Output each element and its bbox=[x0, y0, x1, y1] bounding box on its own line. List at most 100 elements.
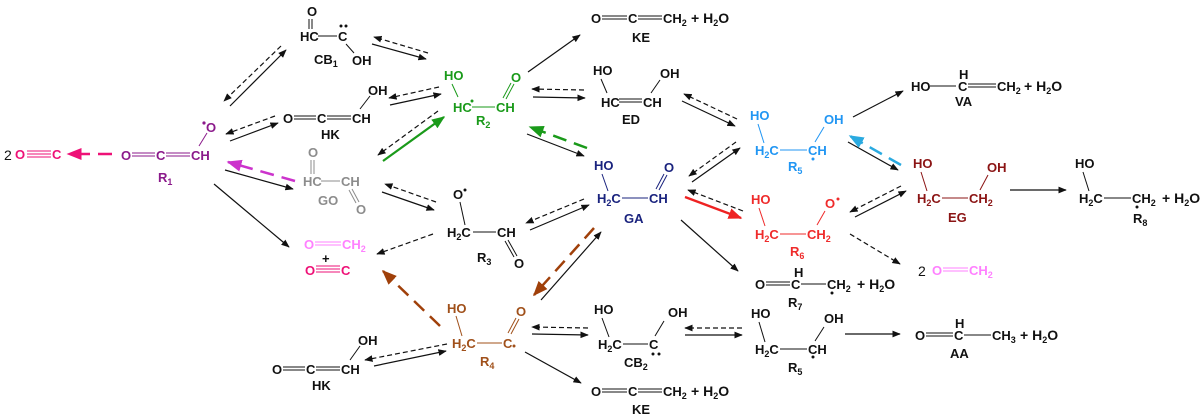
atom-hc: HC bbox=[303, 174, 322, 189]
plus-sign: + bbox=[322, 251, 330, 266]
arrow-cb1-to-r2 bbox=[371, 43, 427, 61]
atom-c-carbene: C bbox=[338, 29, 348, 44]
atom-ch: CH bbox=[643, 95, 662, 110]
species-label: HK bbox=[321, 127, 340, 142]
species-label: R6 bbox=[790, 244, 804, 261]
atom-hc-radical: HC bbox=[453, 100, 472, 115]
species-label: R5 bbox=[788, 360, 802, 377]
atom-o: O bbox=[514, 256, 524, 271]
atom-ch: CH bbox=[352, 111, 371, 126]
atom-h: H bbox=[959, 67, 968, 82]
species-ga: HO H2C CH O GA bbox=[594, 158, 674, 226]
atom-c: C bbox=[958, 79, 968, 94]
species-label: EG bbox=[948, 210, 967, 225]
atom-ch2-radical: CH2 bbox=[1132, 191, 1156, 208]
atom-ch: CH bbox=[341, 362, 360, 377]
atom-hc: HC bbox=[300, 29, 319, 44]
species-r1: O C CH O R1 bbox=[121, 120, 216, 187]
atom-c: C bbox=[628, 11, 638, 26]
plus-water: + H2O bbox=[691, 383, 729, 401]
atom-oh: OH bbox=[668, 305, 688, 320]
atom-ho: HO bbox=[447, 301, 467, 316]
species-r7: O H C CH2 + H2O R7 bbox=[755, 265, 895, 312]
arrow-r6-to-ga bbox=[687, 189, 744, 212]
atom-h: H bbox=[955, 316, 964, 331]
atom-o: O bbox=[305, 263, 315, 278]
arrow-r5-to-ed bbox=[683, 93, 738, 120]
arrow-go-to-r1 bbox=[226, 159, 296, 183]
double-bond bbox=[132, 152, 155, 157]
arrow-r4-to-hk bbox=[364, 343, 448, 362]
coefficient: 2 bbox=[4, 147, 12, 163]
arrow-r4-to-ga bbox=[540, 231, 602, 301]
atom-c: C bbox=[52, 147, 62, 162]
atom-o: O bbox=[516, 304, 526, 319]
arrow-ga-to-r7 bbox=[680, 219, 739, 272]
species-r5-bottom: HO H2C CH OH R5 bbox=[751, 306, 844, 377]
atom-h2c: H2C bbox=[1079, 191, 1103, 208]
atom-h2c: H2C bbox=[598, 337, 622, 354]
species-r6: HO H2C CH2 O R6 bbox=[751, 192, 840, 261]
plus-water: + H2O bbox=[691, 10, 729, 28]
atom-ho: HO bbox=[444, 68, 464, 83]
atom-ho: HO bbox=[1075, 156, 1095, 171]
species-ke-bottom: O C CH2 + H2O KE bbox=[591, 383, 729, 416]
atom-ch: CH bbox=[341, 174, 360, 189]
arrow-eg-to-r6 bbox=[849, 185, 902, 213]
species-label: CB1 bbox=[314, 52, 338, 69]
species-r5-top: HO H2C CH OH R5 bbox=[750, 108, 844, 176]
plus-water: + H2O bbox=[1020, 327, 1058, 345]
atom-ho: HO bbox=[594, 302, 614, 317]
arrow-r6-to-2hcho bbox=[849, 233, 901, 265]
species-2co: 2 O C bbox=[4, 147, 62, 163]
single-bond bbox=[198, 132, 208, 147]
atom-o: O bbox=[591, 11, 601, 26]
species-label: R8 bbox=[1133, 211, 1147, 228]
atom-o-radical: O bbox=[453, 187, 463, 202]
arrow-ga-to-r6 bbox=[684, 195, 743, 220]
arrows bbox=[66, 34, 1067, 384]
species-hk-top: O C CH OH HK bbox=[283, 83, 388, 142]
atom-ch: CH bbox=[496, 100, 515, 115]
atom-ch2: CH2 bbox=[807, 227, 831, 244]
atom-ch2-radical: CH2 bbox=[827, 277, 851, 294]
atom-ho: HO bbox=[911, 79, 931, 94]
atom-oh: OH bbox=[824, 112, 844, 127]
atom-oh: OH bbox=[368, 83, 388, 98]
arrow-ed-to-r5 bbox=[681, 100, 736, 127]
arrow-go-to-r3 bbox=[381, 191, 435, 211]
atom-ho: HO bbox=[751, 306, 771, 321]
species-r8: HO H2C CH2 + H2O R8 bbox=[1075, 156, 1200, 228]
arrow-r1-to-cb1 bbox=[229, 49, 287, 107]
atom-o: O bbox=[121, 148, 131, 163]
radical-dot bbox=[202, 121, 206, 125]
plus-water: + H2O bbox=[1024, 78, 1062, 96]
arrow-eg-to-r5 bbox=[848, 134, 902, 167]
species-label: CB2 bbox=[624, 355, 648, 372]
arrow-r2-to-ga bbox=[526, 133, 585, 157]
arrow-r1-to-hk bbox=[229, 122, 279, 142]
arrow-cb1-to-r1 bbox=[223, 45, 282, 102]
species-label: R2 bbox=[476, 113, 490, 130]
atom-ch: CH bbox=[497, 225, 516, 240]
atom-oh: OH bbox=[660, 66, 680, 81]
atom-h2c: H2C bbox=[452, 336, 476, 353]
atom-ch: CH bbox=[649, 191, 668, 206]
plus-water: + H2O bbox=[1162, 190, 1200, 208]
arrow-r2-to-go bbox=[377, 110, 439, 156]
atom-ch2: CH2 bbox=[969, 191, 993, 208]
species-r3: O H2C CH O R3 bbox=[447, 187, 524, 271]
plus-water: + H2O bbox=[857, 276, 895, 294]
atom-h2c: H2C bbox=[447, 225, 471, 242]
species-cb1: O HC C OH CB1 bbox=[300, 4, 372, 69]
atom-ch2: CH2 bbox=[663, 11, 687, 28]
species-label: KE bbox=[632, 30, 650, 45]
atom-h2c: H2C bbox=[597, 191, 621, 208]
atom-h2c: H2C bbox=[755, 227, 779, 244]
arrow-r2-to-ed bbox=[532, 94, 586, 102]
arrow-r3-to-ga bbox=[529, 204, 590, 231]
atom-ch2: CH2 bbox=[969, 263, 993, 280]
atom-o: O bbox=[308, 145, 318, 160]
species-label: HK bbox=[312, 378, 331, 393]
